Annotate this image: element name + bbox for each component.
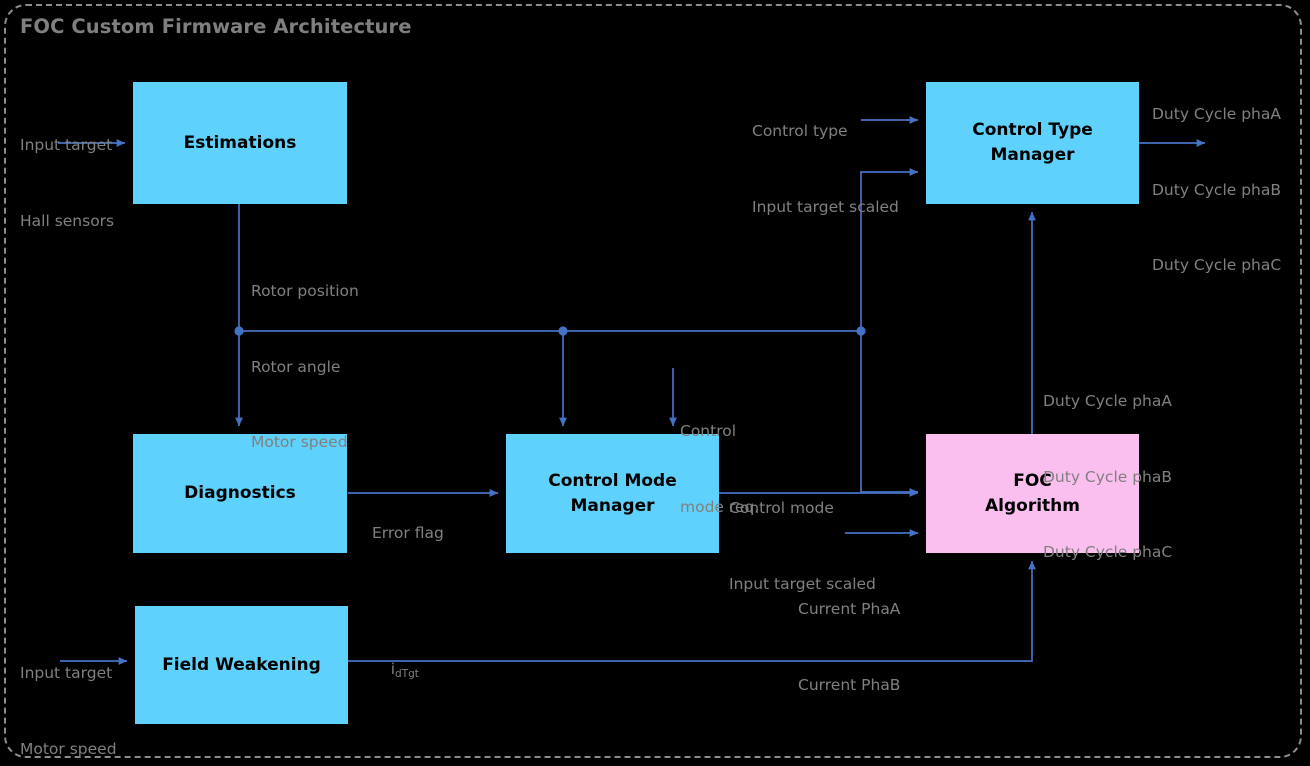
signal-duty-cycle-feedback-line1: Duty Cycle phaA — [1043, 392, 1172, 411]
block-foc-algorithm-label-line1: FOC — [1013, 470, 1052, 491]
signal-control-mode-req: Control mode req. — [680, 369, 759, 570]
signal-control-type-output-line1: Duty Cycle phaA — [1152, 105, 1281, 124]
signal-estimations-output-line3: Motor speed — [251, 432, 348, 451]
block-diagnostics[interactable]: Diagnostics — [133, 434, 347, 553]
signal-duty-cycle-feedback-line3: Duty Cycle phaC — [1043, 542, 1173, 561]
signal-idtgt: idTgt — [371, 632, 419, 707]
signal-estimations-output-line2: Rotor angle — [251, 357, 341, 376]
block-foc-algorithm-label-line2: Algorithm — [985, 495, 1080, 516]
block-diagnostics-label: Diagnostics — [184, 483, 296, 504]
wire-idtgt-to-foc — [348, 560, 1036, 662]
signal-error-flag: Error flag — [372, 471, 444, 597]
signal-idtgt-base: i — [390, 660, 396, 679]
block-foc-algorithm[interactable]: FOC Algorithm — [926, 434, 1139, 553]
signal-duty-cycle-feedback-line2: Duty Cycle phaB — [1043, 467, 1173, 486]
signal-control-mode-output-line2: Input target scaled — [729, 574, 876, 593]
signal-field-weakening-input-line2: Motor speed — [20, 739, 117, 758]
signal-phase-currents: Current PhaA Current PhaB — [798, 547, 900, 748]
signal-duty-cycle-feedback: Duty Cycle phaA Duty Cycle phaB Duty Cyc… — [1043, 339, 1172, 615]
block-control-mode-manager-label-line1: Control Mode — [548, 470, 677, 491]
page-title: FOC Custom Firmware Architecture — [20, 15, 412, 38]
signal-control-type-output-line3: Duty Cycle phaC — [1152, 255, 1282, 274]
signal-control-type-input: Control type Input target scaled — [752, 69, 899, 270]
signal-control-type-input-line1: Control type — [752, 122, 848, 141]
signal-error-flag-line1: Error flag — [372, 524, 444, 543]
signal-field-weakening-input-line1: Input target — [20, 664, 113, 683]
signal-phase-currents-line1: Current PhaA — [798, 600, 901, 619]
block-control-type-manager-label-line2: Manager — [990, 145, 1075, 165]
signal-phase-currents-line2: Current PhaB — [798, 675, 901, 694]
junction-dot-right-bus — [856, 326, 866, 336]
signal-estimations-output-line1: Rotor position — [251, 282, 359, 301]
block-control-mode-manager[interactable]: Control Mode Manager — [506, 434, 719, 553]
signal-control-mode-req-line2: mode req. — [680, 497, 760, 516]
signal-control-mode-req-line1: Control — [680, 422, 737, 441]
block-estimations[interactable]: Estimations — [133, 82, 347, 204]
signal-control-type-input-line2: Input target scaled — [752, 197, 899, 216]
junction-dot-estimations — [234, 326, 244, 336]
signal-idtgt-subscript: dTgt — [395, 668, 419, 681]
block-control-type-manager-label-line1: Control Type — [972, 120, 1093, 141]
signal-control-type-output: Duty Cycle phaA Duty Cycle phaB Duty Cyc… — [1152, 52, 1281, 328]
signal-control-mode-output: Control mode Input target scaled — [729, 446, 876, 647]
block-field-weakening-label: Field Weakening — [162, 654, 321, 675]
block-field-weakening[interactable]: Field Weakening — [135, 606, 348, 724]
block-estimations-label: Estimations — [183, 132, 297, 153]
signal-estimations-output: Rotor position Rotor angle Motor speed — [251, 229, 359, 505]
block-control-type-manager[interactable]: Control Type Manager — [926, 82, 1139, 204]
signal-control-type-output-line2: Duty Cycle phaB — [1152, 180, 1282, 199]
junction-dot-control-mode — [558, 326, 568, 336]
signal-estimations-input-line2: Hall sensors — [20, 211, 115, 230]
signal-estimations-input: Input target Hall sensors — [20, 83, 114, 284]
signal-control-mode-output-line1: Control mode — [729, 499, 834, 518]
signal-estimations-input-line1: Input target — [20, 136, 113, 155]
block-control-mode-manager-label-line2: Manager — [570, 495, 655, 516]
signal-field-weakening-input: Input target Motor speed — [20, 611, 117, 766]
